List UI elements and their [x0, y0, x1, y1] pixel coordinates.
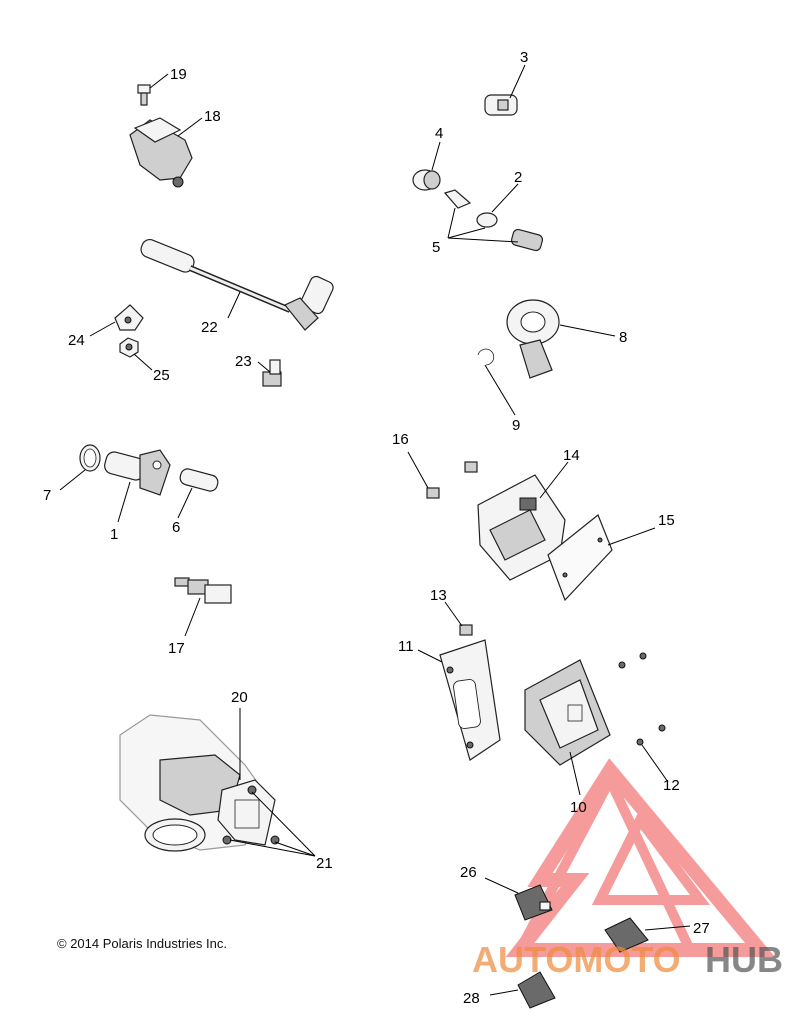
copyright-notice: © 2014 Polaris Industries Inc. [57, 936, 227, 951]
callout-6: 6 [172, 519, 180, 536]
part-26-switch [514, 884, 553, 921]
callout-24: 24 [68, 332, 85, 349]
callout-2: 2 [514, 169, 522, 186]
part-10-ecu [524, 659, 611, 766]
callout-8: 8 [619, 329, 627, 346]
part-13-bolt [459, 624, 473, 636]
part-22-sensor-cable [140, 238, 334, 331]
part-12-screws [618, 652, 666, 746]
callout-5: 5 [432, 239, 440, 256]
watermark-logo [505, 758, 775, 957]
part-25-nut [119, 337, 139, 358]
part-6-spacer [179, 468, 219, 492]
watermark-text: AUTOMOTO HUB [472, 939, 783, 980]
part-8-knock-sensor [506, 299, 560, 379]
callout-19: 19 [170, 66, 187, 83]
callout-20: 20 [231, 689, 248, 706]
callout-12: 12 [663, 777, 680, 794]
callout-23: 23 [235, 353, 252, 370]
part-3-cap [484, 94, 518, 116]
callout-10: 10 [570, 799, 587, 816]
part-11-bracket [439, 639, 501, 761]
part-16-bolt [426, 461, 478, 499]
callout-7: 7 [43, 487, 51, 504]
callout-labels: 19 18 22 24 25 23 7 1 6 17 20 21 3 4 2 5… [43, 49, 710, 1007]
callout-27: 27 [693, 920, 710, 937]
part-14-ecu-housing [477, 474, 566, 581]
callout-26: 26 [460, 864, 477, 881]
callout-21: 21 [316, 855, 333, 872]
part-17-temp-sensor [174, 577, 232, 604]
part-9-clip [477, 348, 495, 366]
callout-22: 22 [201, 319, 218, 336]
part-20-throttle-body [119, 714, 280, 852]
callout-11: 11 [398, 638, 414, 655]
part-4-bushing [412, 169, 441, 191]
callout-1: 1 [110, 526, 118, 543]
callout-25: 25 [153, 367, 170, 384]
callout-9: 9 [512, 417, 520, 434]
leader-lines [59, 64, 691, 996]
part-27-switch [604, 917, 649, 953]
part-15-gasket [547, 514, 613, 602]
part-19-bolt [137, 84, 151, 106]
part-28-switch [517, 971, 556, 1009]
callout-14: 14 [563, 447, 580, 464]
part-23-bolt [262, 359, 282, 387]
callout-17: 17 [168, 640, 185, 657]
part-5-kit [443, 189, 544, 252]
callout-4: 4 [435, 125, 443, 142]
callout-3: 3 [520, 49, 528, 66]
watermark-part1: AUTOMOTO [472, 939, 681, 980]
part-24-clip [114, 304, 144, 331]
callout-16: 16 [392, 431, 409, 448]
callout-15: 15 [658, 512, 675, 529]
watermark-part2: HUB [705, 939, 783, 980]
part-1-cam-sensor [104, 449, 171, 496]
callout-18: 18 [204, 108, 221, 125]
callout-13: 13 [430, 587, 447, 604]
part-18-map-sensor [129, 117, 193, 188]
part-7-o-ring [79, 444, 101, 472]
callout-28: 28 [463, 990, 480, 1007]
